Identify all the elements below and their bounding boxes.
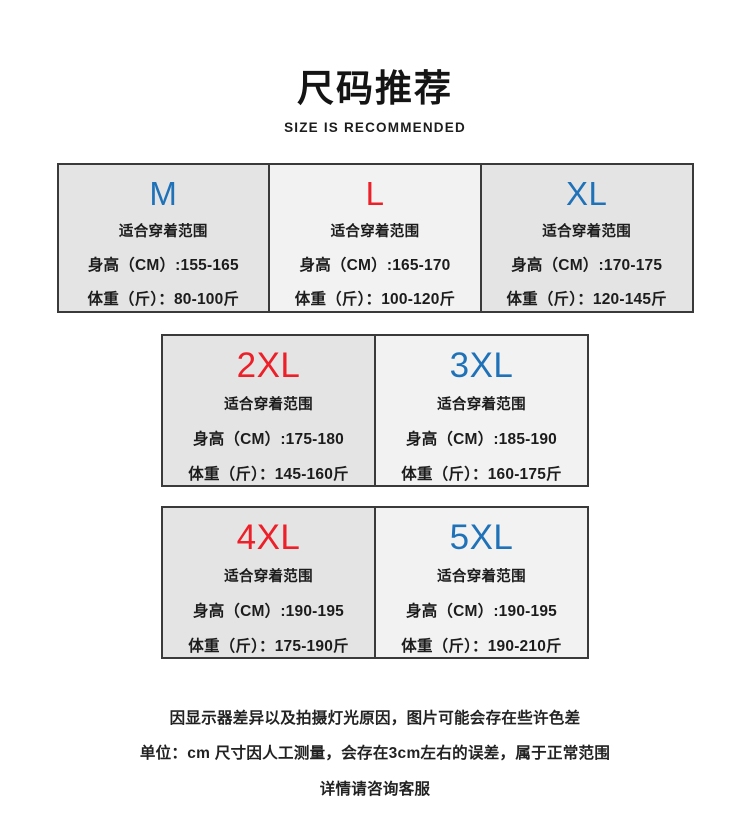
page-title: 尺码推荐 (297, 68, 453, 109)
size-cell-3xl[interactable]: 3XL 适合穿着范围 身高（CM）:185-190 体重（斤）：160-175斤 (374, 335, 587, 485)
fit-range-label: 适合穿着范围 (118, 223, 208, 240)
fit-range-label: 适合穿着范围 (224, 397, 313, 414)
footer-notes: 因显示器差异以及拍摄灯光原因，图片可能会存在些许色差 单位：cm 尺寸因人工测量… (0, 711, 750, 798)
weight-spec: 体重（斤）：175-190斤 (188, 638, 349, 656)
weight-spec: 体重（斤）：80-100斤 (87, 290, 240, 308)
size-label: 5XL (449, 517, 514, 557)
size-label: 4XL (236, 517, 301, 557)
fit-range-label: 适合穿着范围 (542, 223, 632, 240)
size-cell-5xl[interactable]: 5XL 适合穿着范围 身高（CM）:190-195 体重（斤）：190-210斤 (374, 507, 587, 657)
size-cell-l[interactable]: L 适合穿着范围 身高（CM）:165-170 体重（斤）：100-120斤 (268, 164, 480, 311)
fit-range-label: 适合穿着范围 (437, 397, 526, 414)
size-row-1: M 适合穿着范围 身高（CM）:155-165 体重（斤）：80-100斤 L … (56, 162, 694, 313)
weight-spec: 体重（斤）：145-160斤 (188, 466, 349, 484)
fit-range-label: 适合穿着范围 (437, 569, 526, 586)
size-label: XL (565, 174, 608, 212)
height-spec: 身高（CM）:155-165 (87, 256, 239, 274)
fit-range-label: 适合穿着范围 (224, 569, 313, 586)
footer-note-measurement-tolerance: 单位：cm 尺寸因人工测量，会存在3cm左右的误差，属于正常范围 (139, 745, 611, 763)
height-spec: 身高（CM）:170-175 (511, 256, 663, 274)
footer-note-color-difference: 因显示器差异以及拍摄灯光原因，图片可能会存在些许色差 (169, 709, 581, 727)
size-row-2: 2XL 适合穿着范围 身高（CM）:175-180 体重（斤）：145-160斤… (161, 333, 589, 487)
size-cell-m[interactable]: M 适合穿着范围 身高（CM）:155-165 体重（斤）：80-100斤 (58, 164, 269, 311)
size-label: M (149, 174, 178, 212)
size-label: 2XL (236, 345, 301, 385)
size-label: 3XL (449, 345, 514, 385)
height-spec: 身高（CM）:190-195 (193, 603, 344, 621)
page-subtitle: SIZE IS RECOMMENDED (284, 119, 466, 135)
size-cell-2xl[interactable]: 2XL 适合穿着范围 身高（CM）:175-180 体重（斤）：145-160斤 (163, 335, 374, 485)
height-spec: 身高（CM）:165-170 (299, 256, 451, 274)
size-label: L (365, 174, 385, 212)
height-spec: 身高（CM）:175-180 (193, 431, 344, 449)
weight-spec: 体重（斤）：120-145斤 (506, 290, 667, 308)
weight-spec: 体重（斤）：160-175斤 (401, 466, 562, 484)
size-cell-4xl[interactable]: 4XL 适合穿着范围 身高（CM）:190-195 体重（斤）：175-190斤 (163, 507, 374, 657)
size-cell-xl[interactable]: XL 适合穿着范围 身高（CM）:170-175 体重（斤）：120-145斤 (479, 164, 692, 311)
footer-note-contact-service: 详情请咨询客服 (319, 780, 431, 798)
height-spec: 身高（CM）:185-190 (406, 431, 557, 449)
page-header: 尺码推荐 SIZE IS RECOMMENDED (0, 0, 750, 135)
weight-spec: 体重（斤）：100-120斤 (294, 290, 456, 308)
weight-spec: 体重（斤）：190-210斤 (401, 638, 562, 656)
size-row-3: 4XL 适合穿着范围 身高（CM）:190-195 体重（斤）：175-190斤… (161, 505, 589, 659)
fit-range-label: 适合穿着范围 (330, 223, 420, 240)
height-spec: 身高（CM）:190-195 (406, 603, 557, 621)
